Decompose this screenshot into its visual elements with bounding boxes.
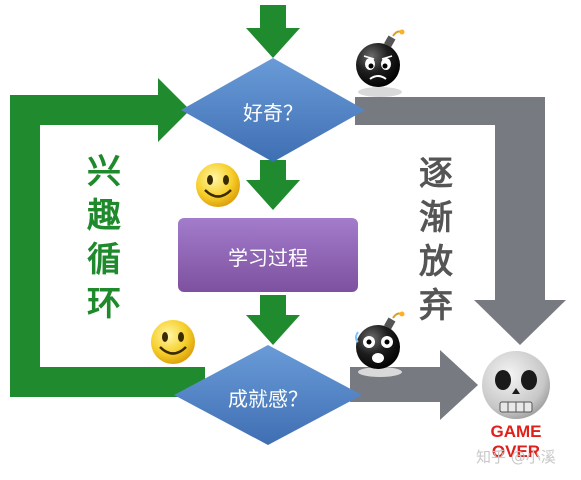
down-arrow-bottom xyxy=(246,295,300,345)
decision-achievement xyxy=(174,345,362,445)
decision-achievement-label: 成就感？ xyxy=(228,387,308,411)
gradual-quit-char: 逐 xyxy=(419,154,453,194)
interest-loop-char: 环 xyxy=(87,284,121,324)
interest-loop-arrow xyxy=(10,78,205,397)
interest-loop-char: 兴 xyxy=(87,152,121,192)
smiley-icon xyxy=(151,320,195,364)
down-arrow-top xyxy=(246,5,300,58)
gradual-quit-label: 逐 渐 放 弃 xyxy=(414,152,458,328)
process-learning-label: 学习过程 xyxy=(228,246,308,270)
gradual-quit-char: 渐 xyxy=(419,198,453,238)
game-over-label: GAME OVER xyxy=(476,422,556,462)
down-arrow-middle xyxy=(246,160,300,210)
game-over-line1: GAME xyxy=(490,422,542,441)
give-up-arrow xyxy=(355,97,566,345)
decision-curious xyxy=(181,58,365,162)
game-over-line2: OVER xyxy=(491,442,541,461)
interest-loop-label: 兴 趣 循 环 xyxy=(82,150,126,326)
interest-loop-char: 趣 xyxy=(87,196,121,236)
watermark: 知乎 @小溪 xyxy=(476,448,556,466)
interest-loop-char: 循 xyxy=(87,240,121,280)
bomb-shocked-icon xyxy=(355,311,405,377)
smiley-icon xyxy=(196,163,240,207)
gradual-quit-char: 放 xyxy=(419,242,453,282)
skull-icon xyxy=(482,351,550,419)
bomb-worried-icon xyxy=(356,29,405,97)
decision-curious-label: 好奇？ xyxy=(243,101,303,125)
gradual-quit-char: 弃 xyxy=(419,286,453,326)
process-learning xyxy=(178,218,358,292)
